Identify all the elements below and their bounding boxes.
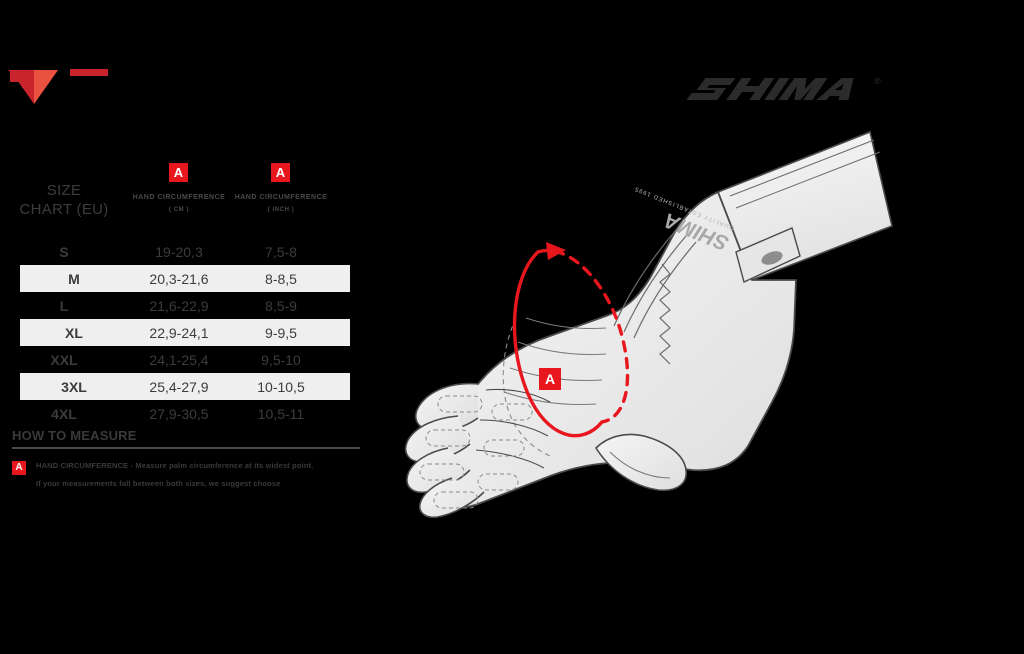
- size-chart-table: A A SIZE CHART (EU) HAND CIRCUMFERENCE (…: [0, 150, 360, 427]
- how-to-measure-section: HOW TO MEASURE A HAND CIRCUMFERENCE - Me…: [12, 428, 372, 489]
- cell-hand-circumference-inch: 7,5-8: [265, 243, 297, 260]
- table-row: XXL 24,1-25,4 9,5-10: [0, 346, 360, 373]
- cell-hand-circumference-cm: 22,9-24,1: [149, 324, 209, 341]
- cm-column-title: HAND CIRCUMFERENCE: [132, 194, 226, 201]
- section-divider: [12, 447, 360, 449]
- motorcycle-glove-diagram: SHIMA QUALITY ESTABLISHED 1995: [400, 130, 900, 530]
- badge-a-cm-column: A: [169, 163, 188, 182]
- size-column-header-line2: CHART (EU): [19, 201, 109, 218]
- inch-column-title: HAND CIRCUMFERENCE: [234, 194, 328, 201]
- cell-size: 4XL: [51, 405, 77, 422]
- cell-hand-circumference-inch: 8,5-9: [265, 297, 297, 314]
- cell-hand-circumference-inch: 8-8,5: [265, 270, 297, 287]
- inch-column-unit: ( INCH ): [267, 207, 295, 213]
- inch-column-header: HAND CIRCUMFERENCE ( INCH ): [230, 193, 332, 215]
- cell-hand-circumference-inch: 10,5-11: [257, 405, 305, 422]
- cell-hand-circumference-inch: 9,5-10: [261, 351, 301, 368]
- measure-instruction-line-1: HAND CIRCUMFERENCE - Measure palm circum…: [36, 461, 314, 470]
- cell-hand-circumference-cm: 27,9-30,5: [149, 405, 209, 422]
- size-column-header: SIZE CHART (EU): [0, 181, 128, 219]
- cell-hand-circumference-cm: 20,3-21,6: [149, 270, 209, 287]
- table-row: 3XL 25,4-27,9 10-10,5: [20, 373, 350, 400]
- table-row: S 19-20,3 7,5-8: [0, 238, 360, 265]
- table-row: L 21,6-22,9 8,5-9: [0, 292, 360, 319]
- cell-size: S: [59, 243, 69, 260]
- trademark-symbol: ®: [874, 76, 881, 86]
- cell-size: XXL: [50, 351, 78, 368]
- cell-hand-circumference-cm: 24,1-25,4: [149, 351, 209, 368]
- cell-size: XL: [65, 324, 83, 341]
- badge-a-inch-column: A: [271, 163, 290, 182]
- cm-column-header: HAND CIRCUMFERENCE ( CM ): [128, 193, 230, 215]
- cell-size: L: [59, 297, 69, 314]
- cell-hand-circumference-inch: 9-9,5: [265, 324, 297, 341]
- cell-hand-circumference-inch: 10-10,5: [257, 378, 305, 395]
- glove-fingers: [404, 382, 551, 519]
- cell-size: 3XL: [61, 378, 87, 395]
- table-header: A A SIZE CHART (EU) HAND CIRCUMFERENCE (…: [0, 150, 360, 238]
- brand-accent-rule: [70, 69, 108, 76]
- badge-a-note: A: [12, 461, 26, 475]
- cell-size: M: [68, 270, 80, 287]
- shima-triangle-mark-icon: [8, 58, 60, 106]
- glove-thumb: [594, 433, 687, 492]
- cell-hand-circumference-cm: 21,6-22,9: [149, 297, 209, 314]
- measurement-indicator-a: A: [512, 242, 630, 438]
- cm-column-unit: ( CM ): [168, 207, 190, 213]
- how-to-measure-title: HOW TO MEASURE: [12, 428, 137, 443]
- cell-hand-circumference-cm: 19-20,3: [155, 243, 203, 260]
- shima-wordmark-logo: ®: [660, 58, 890, 110]
- cell-hand-circumference-cm: 25,4-27,9: [149, 378, 209, 395]
- how-to-measure-body: A HAND CIRCUMFERENCE - Measure palm circ…: [12, 460, 372, 489]
- table-row: XL 22,9-24,1 9-9,5: [20, 319, 350, 346]
- table-row: 4XL 27,9-30,5 10,5-11: [0, 400, 360, 427]
- table-row: M 20,3-21,6 8-8,5: [20, 265, 350, 292]
- glove-measure-badge: A: [545, 371, 555, 387]
- size-column-header-line1: SIZE: [46, 182, 82, 199]
- measure-instruction-line-2: If your measurements fall between both s…: [36, 479, 281, 488]
